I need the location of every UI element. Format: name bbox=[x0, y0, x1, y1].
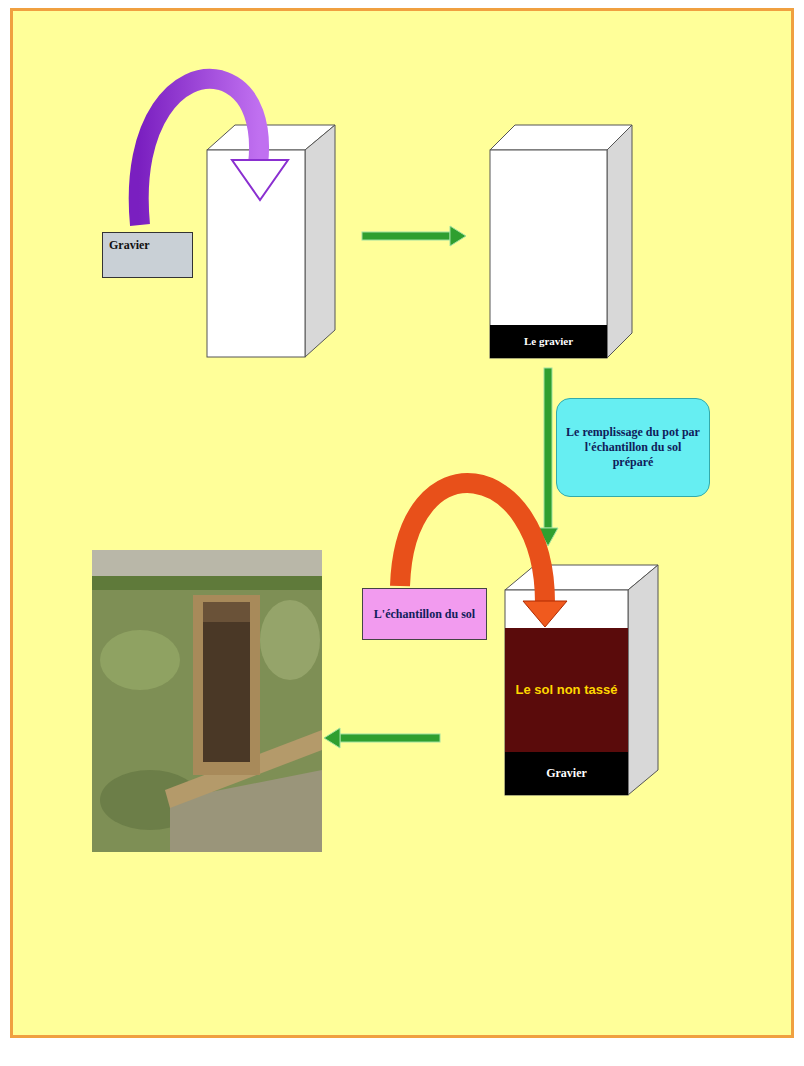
arrow-head bbox=[523, 601, 567, 627]
gravel-layer: Le gravier bbox=[490, 325, 607, 358]
node-text: Gravier bbox=[109, 238, 186, 253]
pot-side bbox=[305, 125, 335, 357]
pour-arrow-head bbox=[232, 160, 288, 200]
photo-soil-top bbox=[203, 602, 250, 622]
node-text: Le sol non tassé bbox=[511, 682, 622, 698]
node-text: Le gravier bbox=[494, 335, 603, 349]
empty-pot bbox=[207, 125, 335, 357]
filled-pot bbox=[505, 565, 658, 795]
pour-arrow bbox=[139, 79, 288, 225]
material-box: L'échantillon du sol bbox=[362, 588, 487, 640]
step-label: Le remplissage du pot par l'échantillon … bbox=[556, 398, 710, 497]
step-arrow-body bbox=[362, 232, 450, 240]
photo-frame bbox=[193, 595, 260, 775]
step-arrow bbox=[324, 728, 440, 748]
photo-grass-patch bbox=[260, 600, 320, 680]
step-arrow bbox=[538, 368, 558, 546]
soil-layer: Le sol non tassé bbox=[505, 628, 628, 752]
step-arrow-head bbox=[450, 226, 466, 246]
photo-grass-patch bbox=[100, 630, 180, 690]
fill-arrow bbox=[400, 483, 545, 603]
photo-wall bbox=[92, 550, 322, 576]
pot-front bbox=[505, 590, 628, 795]
step-arrow-head bbox=[324, 728, 340, 748]
node-text: Le remplissage du pot par l'échantillon … bbox=[565, 425, 701, 470]
photo-soil-column bbox=[203, 602, 250, 762]
gravel-pot bbox=[490, 125, 632, 358]
material-box: Gravier bbox=[102, 232, 193, 278]
node-text: L'échantillon du sol bbox=[369, 607, 480, 622]
pour-arrow-body bbox=[139, 79, 259, 225]
gravel-layer: Gravier bbox=[505, 752, 628, 795]
step-arrow-body bbox=[544, 368, 552, 528]
pot-side bbox=[628, 565, 658, 795]
field-photo bbox=[92, 550, 322, 852]
pot-side bbox=[607, 125, 632, 358]
photo-hedge bbox=[92, 576, 322, 590]
pot-front bbox=[207, 150, 305, 357]
photo-grass bbox=[92, 550, 322, 852]
node-text: Gravier bbox=[509, 766, 624, 781]
step-arrow bbox=[362, 226, 466, 246]
page-ground bbox=[10, 8, 794, 1038]
step-arrow-body bbox=[340, 734, 440, 742]
pot-front bbox=[490, 150, 607, 358]
